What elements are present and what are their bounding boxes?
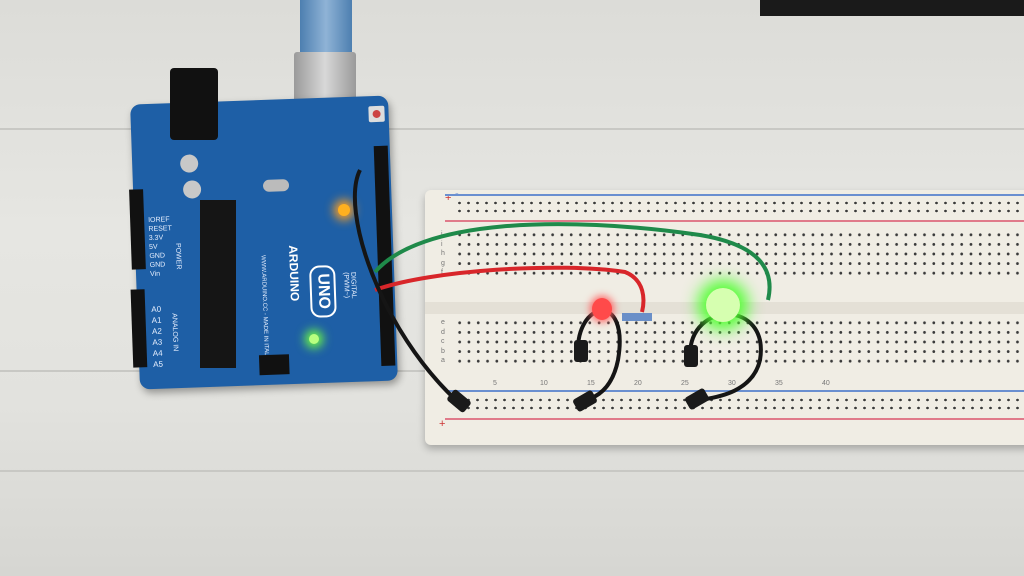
column-number: 30 [728, 380, 736, 387]
wire-plug [684, 345, 698, 367]
column-number: 15 [587, 380, 595, 387]
resistor [622, 313, 652, 321]
usb-cable [300, 0, 352, 60]
wood-seam [0, 128, 1024, 130]
top-power-rail [455, 199, 1024, 217]
column-number: 5 [493, 380, 497, 387]
red-wire [374, 265, 646, 313]
wood-seam [0, 470, 1024, 472]
column-number: 20 [634, 380, 642, 387]
onboard-led-l [338, 204, 350, 216]
red-led [592, 298, 612, 320]
column-number: 10 [540, 380, 548, 387]
atmega-chip [200, 200, 236, 368]
top-terminal-strip [455, 230, 1024, 278]
column-number: 40 [822, 380, 830, 387]
black-wire-gnd [352, 169, 460, 404]
rail-plus: + [445, 192, 452, 204]
black-wire-led2 [688, 312, 763, 402]
black-strip [760, 0, 1024, 16]
bottom-terminal-strip [455, 318, 1024, 366]
green-wire [373, 222, 772, 301]
wire-plug [574, 340, 588, 362]
column-number: 35 [775, 380, 783, 387]
onboard-led-on [309, 334, 319, 344]
power-jack [170, 68, 218, 140]
green-led [706, 288, 740, 322]
column-number: 25 [681, 380, 689, 387]
black-wire-led1 [575, 308, 622, 402]
rail-plus-bottom: + [439, 418, 446, 430]
